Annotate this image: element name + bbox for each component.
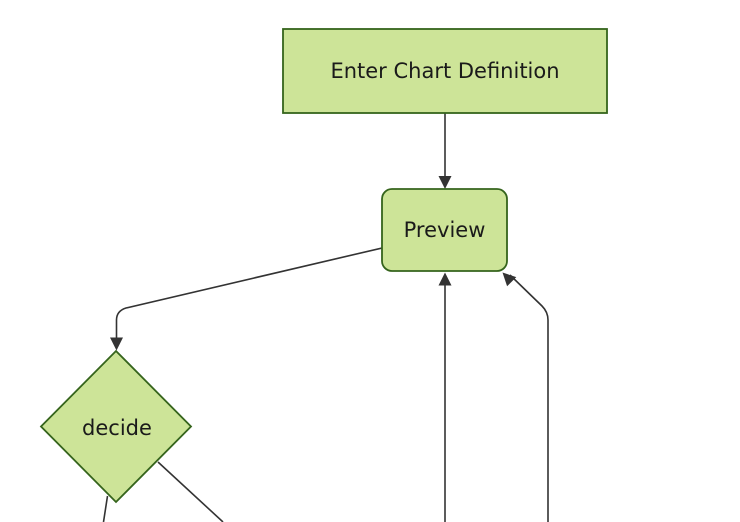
- rounded-rectangle-node-shape: [381, 188, 508, 272]
- edge-bottom-to-preview-corner: [502, 272, 549, 522]
- edge-line: [509, 274, 549, 522]
- node-decide: decide: [39, 349, 193, 504]
- node-label: Enter Chart Definition: [330, 59, 559, 83]
- arrowhead-down-icon: [438, 176, 452, 189]
- node-label: decide: [82, 416, 152, 440]
- arrowhead-down-icon: [110, 337, 123, 351]
- rectangle-node-shape: [282, 28, 608, 114]
- edge-line: [157, 461, 224, 522]
- edge-decide-to-bottom-right: [157, 461, 224, 522]
- node-enter-chart-definition: Enter Chart Definition: [282, 28, 608, 114]
- edge-decide-to-bottom-left: [102, 495, 109, 522]
- node-preview: Preview: [381, 188, 508, 272]
- arrowhead-up-left-icon: [502, 272, 517, 287]
- node-label: Preview: [404, 218, 486, 242]
- edge-line: [115, 247, 383, 339]
- edge-bottom-to-preview-center: [438, 272, 452, 522]
- edge-line: [102, 495, 109, 522]
- diamond-node-shape: [39, 349, 193, 504]
- edge-preview-to-decide: [110, 247, 383, 351]
- edge-enter-chart-definition-to-preview: [438, 113, 452, 189]
- arrowhead-up-icon: [438, 272, 452, 286]
